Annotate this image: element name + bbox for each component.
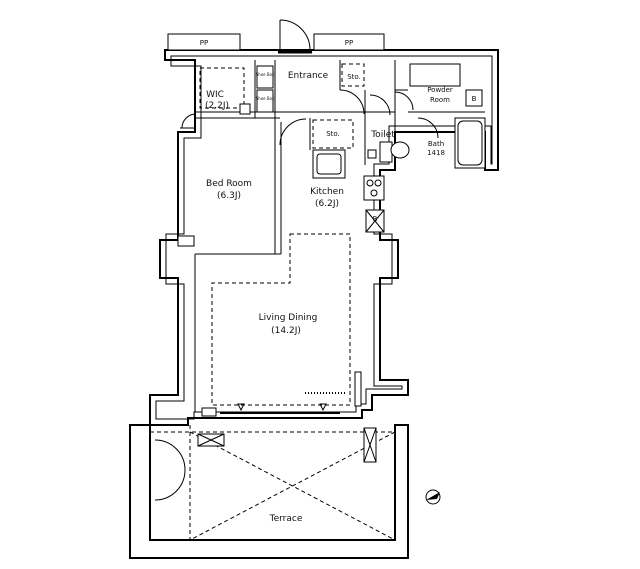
wic-fixture-box [239,103,251,115]
outer-walls [149,49,499,426]
bedroom-door-swing [181,113,197,129]
toilet-sink [367,149,377,159]
terrace-ac-cross-2 [197,433,225,447]
cooktop-burner-2 [374,179,382,187]
living-floor-box [201,407,217,417]
bath-door-swing [417,117,439,139]
powder-box [465,89,483,107]
living-dining-area: (14.2J) [271,326,301,336]
living-tall-cabinet [354,371,362,407]
entrance-storage-name: Sto. [347,73,361,81]
wic-area: (2.2J) [205,101,229,111]
bath-name-line1: Bath [428,140,444,148]
entrance-name: Entrance [288,71,329,81]
kitchen-sink-basin [316,153,342,175]
wic-name: WIC [206,90,224,100]
bedroom-name: Bed Room [206,179,252,189]
shoe-box-label-2: Shoe Box [256,96,275,101]
pipe-space-label-left: PP [200,39,208,47]
interior-walls [180,60,485,412]
hall-door-swing-2 [369,94,391,116]
powder-box-label: B [472,95,477,103]
bath-name-line2: 1418 [427,149,445,157]
terrace-partition-swing [154,439,186,501]
cooktop-burner-1 [366,179,374,187]
living-dining-outline [211,233,351,406]
terrace-diagonal-2 [189,431,396,541]
cooktop [363,175,385,201]
kitchen-name: Kitchen [310,187,344,197]
wic-shelf-dashes [199,67,245,109]
toilet-name: Toilet [370,130,395,140]
bathtub-inner [457,120,483,166]
north-compass-icon [425,489,441,505]
entrance-storage-dashes [341,63,365,87]
terrace-hatch-cross-2 [363,427,377,463]
cooktop-burner-3 [370,189,378,197]
living-window-markers [237,403,327,412]
bedroom-column [177,235,195,247]
pipe-space-box-right [313,33,385,51]
pipe-space-box-left [167,33,241,51]
hall-door-swing-1 [339,89,365,115]
shoe-box-lower [256,89,274,113]
hall-storage-name: Sto. [326,130,340,138]
powder-name-line2: Room [430,96,450,104]
powder-name-line1: Powder [427,86,453,94]
kitchen-area: (6.2J) [315,199,339,209]
powder-door-swing [394,91,414,111]
kitchen-door-swing [279,118,307,146]
bedroom-area: (6.3J) [217,191,241,201]
terrace-dashed-edges [149,425,396,540]
refrigerator-cross-2 [365,209,385,233]
entrance-door-swing [279,19,311,51]
refrigerator-label: R [373,215,378,223]
toilet-bowl [390,141,410,159]
shoe-box-upper [256,65,274,89]
hall-storage-dashes [312,119,354,149]
toilet-tank [379,141,393,163]
living-dining-name: Living Dining [259,313,318,323]
pipe-space-label-right: PP [345,39,353,47]
shoe-box-label-1: Shoe Box [256,72,275,77]
terrace-name: Terrace [269,514,303,524]
powder-counter [409,63,461,87]
